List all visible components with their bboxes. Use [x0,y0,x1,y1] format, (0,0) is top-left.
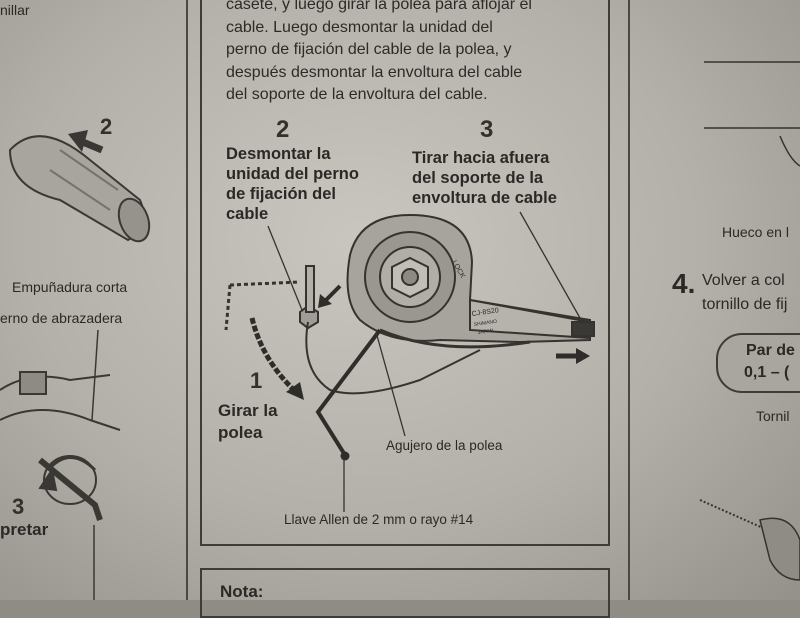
hole-fragment-text: Hueco en l [722,224,789,240]
tighten-fragment-text: pretar [0,520,49,539]
step-1-number: 1 [250,368,263,393]
pulley-hole-label: Agujero de la polea [386,438,503,453]
step-3-caption: Tirar hacia afuera del soporte de la env… [412,148,557,208]
step-2-line: cable [226,205,269,223]
rotate-pulley-arrow [249,317,304,400]
step-1-caption: Girar la polea [218,400,278,444]
page-column-rule-right [628,0,630,600]
step-4-number: 4. [672,268,696,299]
torque-value: 0,1 – ( [744,364,790,381]
part-marking-text: CJ-8S20 [471,307,499,318]
pull-out-arrow [556,348,590,364]
torque-spec-box [716,333,800,393]
instruction-line: cable. Luego desmontar la unidad del [226,18,493,36]
top-fragment-text: nillar [0,2,30,18]
instruction-line: casete, y luego girar la polea para aflo… [226,0,532,13]
step-2-line: Desmontar la [226,145,331,163]
step-2-line: unidad del perno [226,165,359,183]
page-column-rule-left [186,0,188,600]
step-3-line: del soporte de la [412,169,544,187]
short-grip-caption: Empuñadura corta [12,279,128,295]
allen-key-label: Llave Allen de 2 mm o rayo #14 [284,512,474,527]
instruction-line: después desmontar la envoltura del cable [226,63,523,81]
illustrations: CJ-8S20 SHIMANO JAPAN LOCK [0,61,800,600]
instruction-box [200,0,610,546]
release-arrow-small [318,284,342,308]
left-step-2-number: 2 [100,114,113,139]
brand-marking-text: SHIMANO [473,319,497,328]
instruction-line: perno de fijación del cable de la polea,… [226,41,512,58]
step-3-line: envoltura de cable [412,189,557,207]
instruction-paragraph: casete, y luego girar la polea para aflo… [226,0,606,107]
step-2-number: 2 [276,116,290,143]
leader-lines [267,211,581,512]
step-4-line-2: tornillo de fij [702,296,788,313]
clamp-bolt-caption: erno de abrazadera [0,310,123,326]
step-3-number: 3 [480,116,494,143]
step-2-caption: Desmontar la unidad del perno de fijació… [226,144,359,224]
pulley-unit-illustration [346,213,595,349]
step-2-line: de fijación del [226,185,337,203]
step-3-line: Tirar hacia afuera [412,149,550,167]
origin-marking-text: JAPAN [477,328,494,336]
allen-key-illustration [315,328,382,461]
step-1-line: polea [218,423,263,442]
step-1-line: Girar la [218,401,278,420]
clamp-illustration [0,329,121,600]
right-column-illustrations [699,61,800,581]
short-grip-illustration [8,135,151,243]
step-4-line-1: Volver a col [702,272,785,289]
screw-fragment-text: Tornil [756,408,790,424]
left-arrow-2 [68,130,104,154]
cable-fixing-bolt-illustration [224,265,481,395]
instruction-line: del soporte de la envoltura del cable. [226,86,488,103]
left-step-3-number: 3 [12,494,25,519]
torque-title: Par de [746,342,795,359]
note-label: Nota: [220,582,264,601]
